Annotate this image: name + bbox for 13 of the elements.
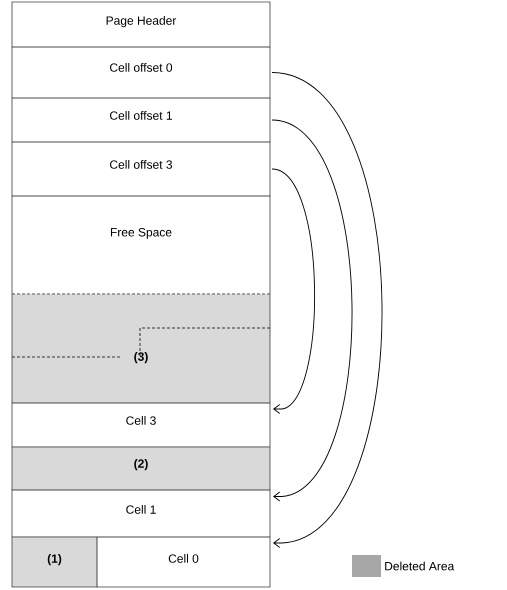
row-box: Cell offset 0 bbox=[12, 46, 270, 98]
deleted-area-box: (3) bbox=[12, 294, 270, 404]
row-box: Cell offset 1 bbox=[12, 98, 270, 142]
legend-label: Deleted Area bbox=[385, 562, 454, 570]
arrow bbox=[272, 72, 382, 548]
row-box: Page Header bbox=[12, 2, 270, 48]
row-box: (2) bbox=[12, 446, 270, 490]
row-box: (1) bbox=[12, 536, 98, 588]
free-space-box: Free Space bbox=[12, 196, 270, 294]
row-box: Cell offset 3 bbox=[12, 142, 270, 196]
row-box: Cell 0 bbox=[96, 536, 270, 588]
arrow bbox=[272, 120, 352, 502]
arrow bbox=[272, 168, 315, 414]
